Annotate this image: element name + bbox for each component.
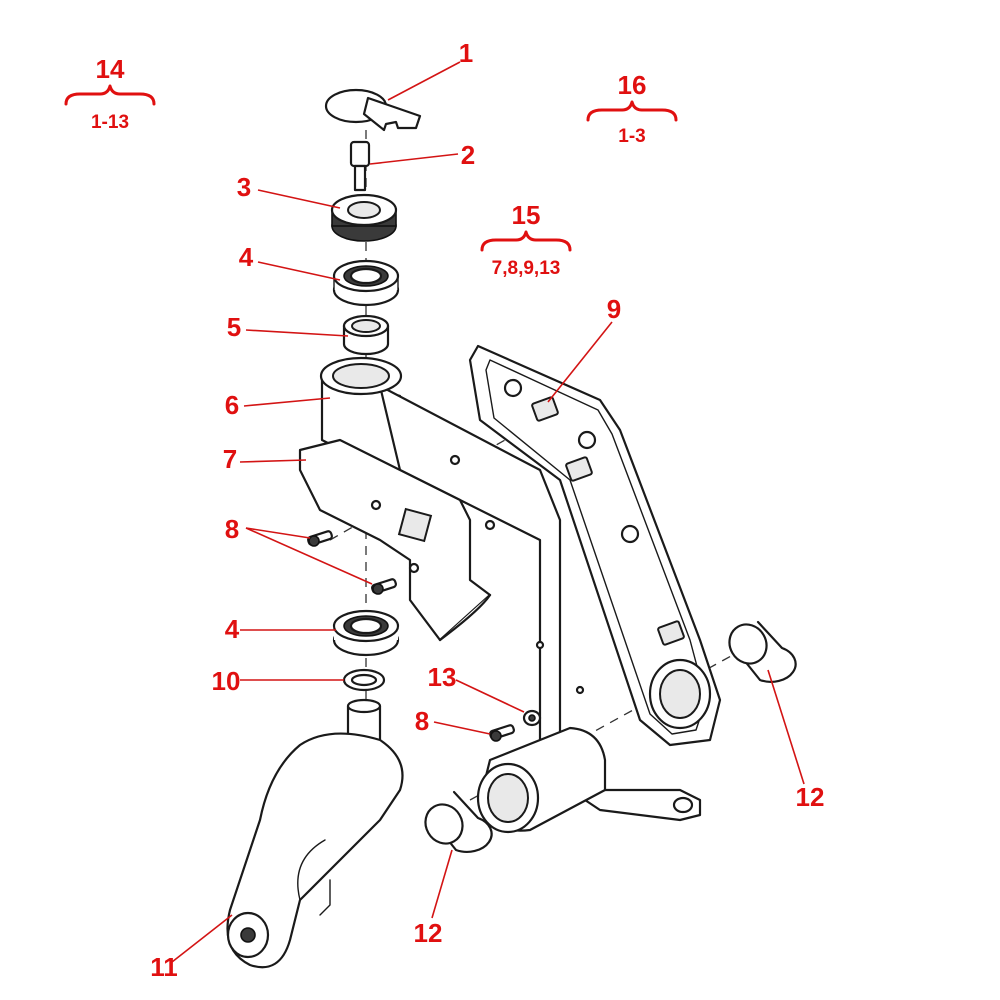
part-caster-fork: [226, 698, 404, 969]
leader-1: [387, 61, 461, 101]
callout-6: 6: [225, 390, 239, 420]
leader-9: [547, 321, 613, 403]
assembly-15-number: 15: [512, 200, 541, 230]
brace-assembly-16: [586, 100, 678, 122]
leader-7: [239, 459, 307, 463]
assembly-14-range: 1-13: [91, 112, 129, 133]
assembly-16-range: 1-3: [618, 126, 645, 147]
callout-9: 9: [607, 294, 621, 324]
leader-11: [171, 914, 233, 963]
leader-8b: [433, 721, 491, 735]
part-screw-c: [489, 724, 515, 742]
part-swivel-bracket: [319, 356, 702, 822]
part-knurled-nut: [330, 193, 398, 242]
assembly-15-range: 7,8,9,13: [492, 258, 561, 279]
leader-13: [455, 679, 525, 713]
callout-10: 10: [212, 666, 241, 696]
callout-7: 7: [223, 444, 237, 474]
part-screw-b: [371, 578, 397, 595]
leader-6: [243, 397, 331, 407]
callout-3: 3: [237, 172, 251, 202]
part-cap-tab: [324, 88, 422, 132]
part-washer: [342, 668, 386, 692]
callout-8-lower: 8: [415, 706, 429, 736]
assembly-16-number: 16: [618, 70, 647, 100]
leader-2: [369, 153, 459, 165]
callout-4-lower: 4: [225, 614, 240, 644]
part-bolt: [349, 140, 371, 192]
callout-2: 2: [461, 140, 475, 170]
part-bearing-lower: [332, 609, 400, 657]
leader-5: [245, 329, 349, 337]
leader-3: [257, 189, 341, 209]
callout-8-upper: 8: [225, 514, 239, 544]
brace-assembly-15: [480, 230, 572, 252]
callout-labels: 1 2 3 4 5 6 7 8 4 10 13 8 9 11 12 12: [150, 38, 824, 982]
part-small-washer: [522, 709, 542, 727]
part-bushing-right: [728, 620, 797, 683]
callout-11: 11: [150, 952, 178, 982]
leader-12b: [431, 849, 453, 919]
part-bushing: [342, 314, 390, 356]
callout-13: 13: [428, 662, 457, 692]
leader-lines: [171, 61, 805, 963]
callout-4-upper: 4: [239, 242, 254, 272]
leader-8a-2: [245, 527, 373, 585]
part-bearing-upper: [332, 259, 400, 307]
leader-12a: [767, 669, 805, 785]
assembly-labels: 14 1-13 16 1-3 15 7,8,9,13: [91, 54, 646, 279]
leader-4a: [257, 261, 341, 281]
callout-1: 1: [459, 38, 473, 68]
part-screw-a: [307, 530, 333, 547]
part-arm-hub: [476, 726, 607, 834]
leader-8a-1: [245, 527, 311, 539]
brace-assembly-14: [64, 84, 156, 106]
callout-12-right: 12: [796, 782, 825, 812]
part-cover-plate: [298, 438, 492, 642]
part-housing-plate: [468, 344, 722, 747]
callout-12-left: 12: [414, 918, 443, 948]
assembly-14-number: 14: [96, 54, 125, 84]
part-bushing-left: [424, 790, 493, 853]
callout-5: 5: [227, 312, 241, 342]
